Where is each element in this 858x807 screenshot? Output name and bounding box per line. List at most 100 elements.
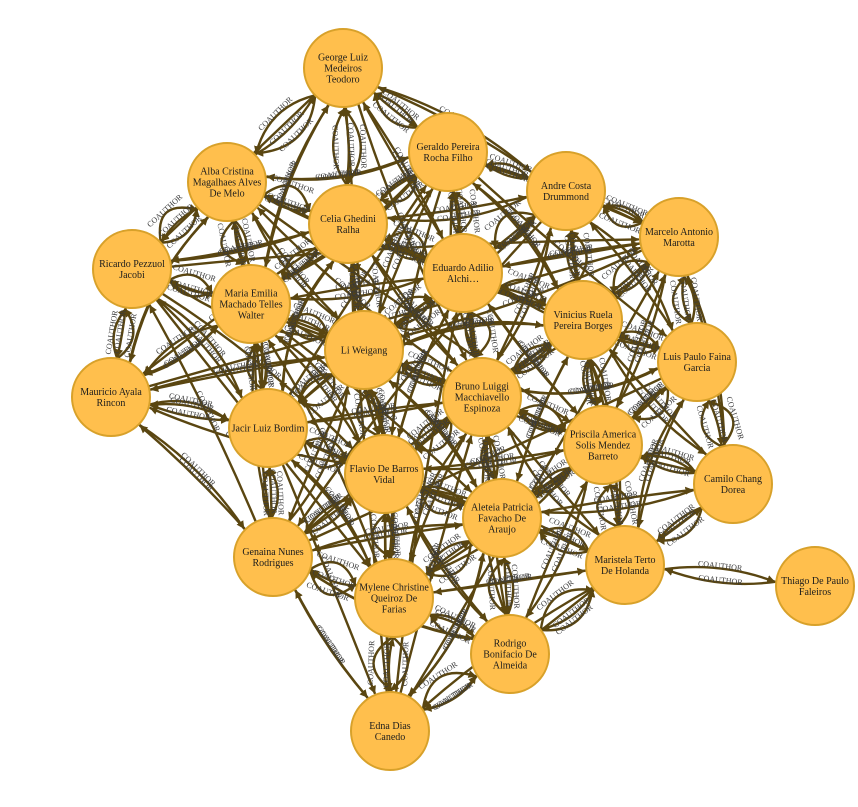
coauthor-edge-ricardo-maria-0 xyxy=(168,273,213,294)
node-label-line: Bonifacio De xyxy=(483,650,537,661)
coauthor-edge-priscila-aleteia-2 xyxy=(534,466,573,496)
coauthor-edge-eduardo-vinicius-0 xyxy=(498,278,547,307)
node-circle xyxy=(408,112,488,192)
coauthor-edge-ricardo-alba-0 xyxy=(158,204,198,244)
coauthor-edge-edna-rodrigo-0 xyxy=(421,670,477,712)
coauthor-edge-flavio-rodrigo-1 xyxy=(405,504,488,622)
node-circle xyxy=(187,142,267,222)
coauthor-edge-marcelo-priscila-0 xyxy=(615,272,667,408)
node-label-line: Garcia xyxy=(684,363,711,374)
node-label-line: Drummond xyxy=(543,192,589,203)
author-node-jacir[interactable]: Jacir Luiz Bordim xyxy=(228,388,308,468)
coauthor-edge-mylene-jacir-1 xyxy=(291,459,372,568)
coauthor-edge-ricardo-celia-1 xyxy=(169,230,310,263)
coauthor-edge-flavio-maria-1 xyxy=(275,335,362,445)
coauthor-edge-camilo-priscila-2 xyxy=(641,450,697,474)
coauthor-edge-vinicius-priscila-2 xyxy=(582,357,598,406)
coauthor-edge-eduardo-priscila-1 xyxy=(486,302,579,415)
edge-label: COAUTHOR xyxy=(275,471,286,516)
node-label-line: Vidal xyxy=(373,475,395,486)
coauthor-edge-maria-mauricio-2 xyxy=(144,324,220,376)
node-label-line: Ralha xyxy=(336,225,360,236)
coauthor-edge-aleteia-camilo-1 xyxy=(539,486,694,514)
coauthor-edge-eduardo-george-1 xyxy=(362,102,445,241)
coauthor-edge-genaina-mauricio-1 xyxy=(139,424,247,531)
coauthor-edge-mauricio-li-0 xyxy=(148,354,325,392)
node-circle xyxy=(350,691,430,771)
node-label-line: Canedo xyxy=(375,732,406,743)
node-label-line: Rodrigues xyxy=(252,558,293,569)
coauthor-edge-jacir-flavio-0 xyxy=(303,437,348,461)
coauthor-edge-rodrigo-aleteia-0 xyxy=(487,557,509,617)
edge-label: COAUTHOR xyxy=(510,564,522,610)
node-circle xyxy=(233,517,313,597)
coauthor-edge-rodrigo-aleteia-2 xyxy=(503,557,515,617)
node-circle xyxy=(543,280,623,360)
coauthor-edge-geraldo-george-2 xyxy=(373,91,419,129)
author-node-eduardo[interactable]: Eduardo AdilioAlchi… xyxy=(423,233,503,313)
coauthor-edge-flavio-aleteia-2 xyxy=(419,486,465,515)
node-circle xyxy=(585,525,665,605)
coauthor-edge-marcelo-andre-0 xyxy=(602,205,645,228)
node-label-line: Dorea xyxy=(721,485,746,496)
node-label-line: Bruno Luiggi xyxy=(455,382,509,393)
coauthor-edge-maristela-aleteia-0 xyxy=(539,531,590,555)
coauthor-edge-jacir-ricardo-1 xyxy=(157,299,244,400)
node-label-line: Flavio De Barros xyxy=(350,464,419,475)
coauthor-edge-li-eduardo-0 xyxy=(393,292,432,328)
edge-label: COAUTHOR xyxy=(400,641,410,686)
node-label-line: Farias xyxy=(382,605,407,616)
coauthor-edge-eduardo-bruno-0 xyxy=(467,310,492,358)
coauthor-edge-alba-celia-0 xyxy=(262,184,312,212)
coauthor-edge-eduardo-geraldo-2 xyxy=(451,191,474,236)
edge-label: COAUTHOR xyxy=(358,124,368,169)
coauthor-edge-maristela-thiago-0 xyxy=(662,565,776,583)
coauthor-edge-bruno-luis-1 xyxy=(519,367,658,395)
coauthor-edge-li-maria-2 xyxy=(287,312,330,337)
coauthor-edge-george-alba-0 xyxy=(255,94,317,157)
coauthor-edge-priscila-flavio-0 xyxy=(423,448,566,473)
coauthor-edge-mauricio-genaina-0 xyxy=(137,423,245,530)
coauthor-edge-mauricio-ricardo-2 xyxy=(116,308,135,360)
coauthor-edge-rodrigo-mylene-2 xyxy=(429,612,477,639)
edge-label: COAUTHOR xyxy=(698,573,744,587)
edge-label: COAUTHOR xyxy=(390,512,403,558)
coauthor-edge-genaina-aleteia-0 xyxy=(310,521,463,552)
coauthor-edge-eduardo-maria-0 xyxy=(290,277,426,301)
node-label-line: Genaina Nunes xyxy=(242,547,303,558)
coauthor-edge-luis-maristela-1 xyxy=(636,397,686,528)
node-label-line: Luis Paulo Faina xyxy=(663,352,731,363)
coauthor-edge-camilo-aleteia-0 xyxy=(541,488,696,517)
node-label-line: Rodrigo xyxy=(494,639,527,650)
node-label-line: Andre Costa xyxy=(541,181,592,192)
node-label-line: Thiago De Paulo xyxy=(781,576,849,587)
node-circle xyxy=(526,151,606,231)
node-label-line: Teodoro xyxy=(326,75,359,86)
node-label-line: De Holanda xyxy=(601,566,650,577)
node-circle xyxy=(71,357,151,437)
author-node-li[interactable]: Li Weigang xyxy=(324,310,404,390)
